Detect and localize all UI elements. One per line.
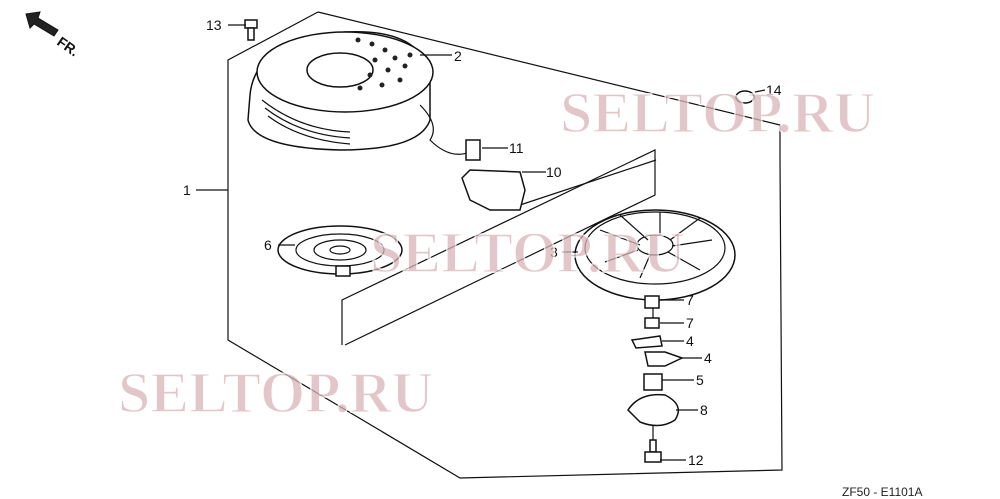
callout-14: 14 bbox=[766, 82, 782, 98]
arrow-front-icon bbox=[25, 11, 59, 37]
spring-5 bbox=[643, 373, 663, 391]
recoil-cover bbox=[247, 30, 471, 155]
callout-leaders bbox=[196, 24, 766, 461]
callout-10: 10 bbox=[546, 164, 562, 180]
ratchet-4b bbox=[644, 351, 684, 367]
callout-4a: 4 bbox=[686, 333, 694, 349]
callout-11: 11 bbox=[509, 140, 524, 156]
callout-1: 1 bbox=[183, 182, 191, 198]
diagram-code: ZF50 - E1101A bbox=[842, 485, 922, 499]
callout-3: 3 bbox=[550, 244, 558, 260]
callout-7a: 7 bbox=[686, 292, 694, 308]
front-direction-label: FR. bbox=[54, 33, 82, 59]
watermark: SELTOP.RU bbox=[118, 360, 433, 425]
callout-2: 2 bbox=[454, 48, 462, 64]
bolt-13 bbox=[244, 19, 258, 41]
subassembly-outline bbox=[341, 149, 656, 346]
recoil-spring-6 bbox=[277, 225, 403, 277]
callout-7b: 7 bbox=[686, 315, 694, 331]
leader-line bbox=[519, 159, 657, 206]
starter-grip-10 bbox=[461, 169, 526, 211]
spring-7b bbox=[644, 317, 660, 329]
spring-7a bbox=[644, 295, 660, 309]
callout-4b: 4 bbox=[704, 350, 712, 366]
rope-guide-11 bbox=[465, 139, 481, 161]
watermark: SELTOP.RU bbox=[560, 80, 875, 145]
callout-6: 6 bbox=[264, 237, 272, 253]
watermark: SELTOP.RU bbox=[370, 220, 685, 285]
ratchet-4a bbox=[630, 335, 663, 349]
callout-5: 5 bbox=[696, 372, 704, 388]
grommet-14 bbox=[735, 90, 755, 104]
callout-8: 8 bbox=[700, 402, 708, 418]
bolt-12 bbox=[644, 439, 662, 463]
assembly-outline bbox=[227, 11, 783, 479]
callout-13: 13 bbox=[206, 17, 222, 33]
friction-plate-8 bbox=[627, 393, 680, 427]
starter-reel-3 bbox=[574, 209, 736, 301]
callout-12: 12 bbox=[688, 452, 704, 468]
